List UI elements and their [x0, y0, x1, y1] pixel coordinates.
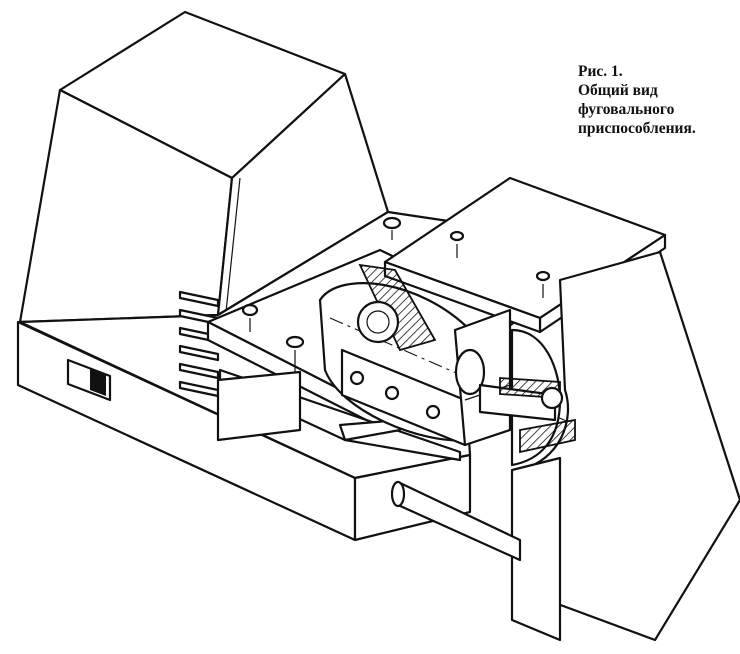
- table-bolts: [241, 216, 551, 372]
- figure-caption: Рис. 1. Общий вид фуговального приспособ…: [578, 62, 728, 138]
- vent-slots: [178, 290, 220, 398]
- shaft-rod: [390, 480, 522, 562]
- caption-line-2: Общий вид: [578, 82, 658, 99]
- bearing-pedestal: [478, 250, 740, 642]
- power-switch: [66, 358, 112, 402]
- caption-line-4: приспособления.: [578, 120, 696, 137]
- motor-housing: [18, 10, 390, 324]
- cutter-block: [318, 263, 611, 447]
- caption-line-1: Рис. 1.: [578, 63, 623, 80]
- caption-line-3: фуговального: [578, 101, 675, 118]
